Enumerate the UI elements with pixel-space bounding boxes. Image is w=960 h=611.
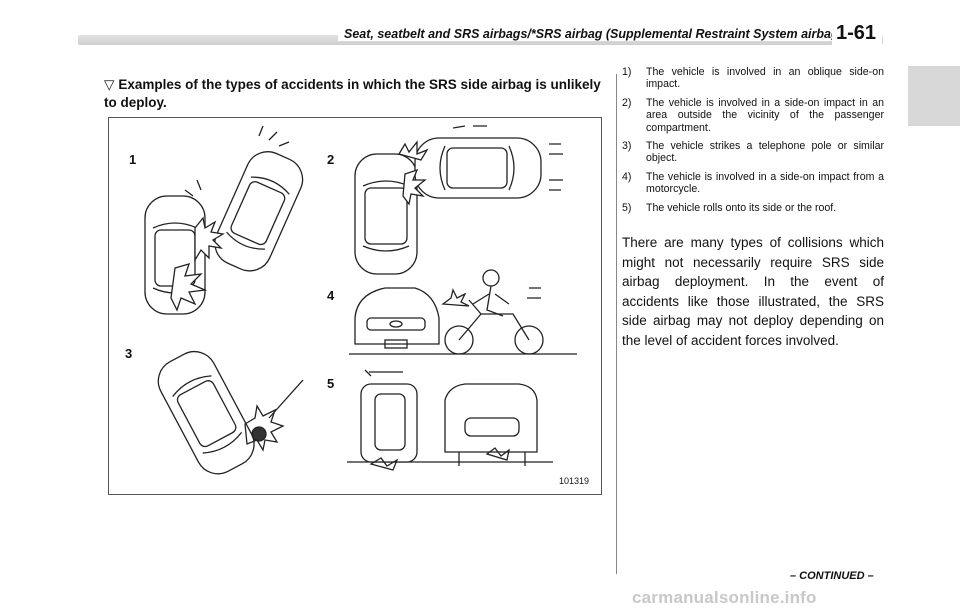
- list-item-text: The vehicle strikes a telephone pole or …: [646, 140, 884, 165]
- list-item-text: The vehicle rolls onto its side or the r…: [646, 201, 837, 214]
- chapter-thumb-tab: [908, 66, 960, 126]
- figure-label-2: 2: [327, 152, 335, 167]
- page-number: 1-61: [832, 22, 883, 45]
- scenario-3-drawing: [157, 350, 304, 475]
- scenario-1-drawing: [144, 125, 304, 315]
- figure-code: 101319: [558, 476, 589, 486]
- figure-label-3: 3: [125, 346, 133, 361]
- figure-label-5: 5: [327, 376, 335, 391]
- list-item-number: 2): [622, 96, 632, 109]
- section-heading-text: Examples of the types of accidents in wh…: [104, 77, 601, 110]
- list-item: 1) The vehicle is involved in an oblique …: [622, 66, 884, 91]
- scenario-5-drawing: [347, 369, 553, 471]
- header-title: Seat, seatbelt and SRS airbags/*SRS airb…: [338, 27, 851, 41]
- list-item-text: The vehicle is involved in an oblique si…: [646, 66, 884, 91]
- accident-illustration: 1 2 3 4 5 101319: [108, 117, 602, 495]
- continued-note: – CONTINUED –: [790, 570, 874, 582]
- list-item-number: 1): [622, 66, 632, 78]
- list-item-number: 4): [622, 170, 632, 183]
- figure-label-1: 1: [129, 152, 137, 167]
- column-divider: [616, 74, 617, 574]
- explanation-paragraph: There are many types of collisions which…: [622, 235, 884, 348]
- scenario-2-drawing: [354, 125, 563, 275]
- list-item-text: The vehicle is involved in a side-on imp…: [646, 96, 884, 134]
- accident-type-list: 1) The vehicle is involved in an oblique …: [622, 66, 884, 220]
- watermark: carmanualsonline.info: [632, 588, 817, 607]
- list-item: 2) The vehicle is involved in a side-on i…: [622, 97, 884, 134]
- accident-diagrams: [144, 125, 577, 475]
- triangle-marker-icon: ▽: [104, 77, 115, 92]
- list-item: 5) The vehicle rolls onto its side or the…: [622, 202, 884, 214]
- list-item-text: The vehicle is involved in a side-on imp…: [646, 170, 884, 196]
- section-heading: ▽Examples of the types of accidents in w…: [104, 76, 604, 112]
- list-item: 3) The vehicle strikes a telephone pole o…: [622, 140, 884, 165]
- list-item-number: 5): [622, 201, 632, 214]
- figure-label-4: 4: [327, 288, 335, 303]
- list-item: 4) The vehicle is involved in a side-on i…: [622, 171, 884, 196]
- list-item-number: 3): [622, 140, 632, 153]
- scenario-4-drawing: [349, 269, 577, 355]
